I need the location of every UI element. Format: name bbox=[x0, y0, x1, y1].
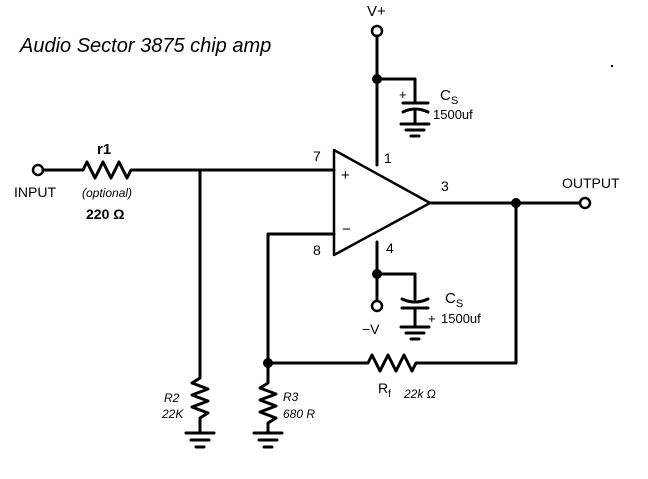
cs-bottom-capacitor bbox=[375, 272, 431, 341]
v-plus-label: V+ bbox=[367, 3, 386, 20]
rf-value: 22k Ω bbox=[403, 387, 436, 401]
inverting-input-wire bbox=[266, 232, 336, 365]
opamp-minus-sign: − bbox=[342, 221, 351, 238]
junction-output bbox=[511, 198, 521, 208]
cs-bottom-plus: + bbox=[428, 311, 436, 326]
output-label: OUTPUT bbox=[562, 175, 620, 191]
opamp-plus-sign: + bbox=[341, 167, 350, 184]
pin-7-label: 7 bbox=[313, 148, 321, 164]
r2-name: R2 bbox=[164, 391, 180, 405]
r1-resistor bbox=[41, 160, 336, 180]
pin-8-label: 8 bbox=[313, 242, 321, 258]
v-minus-terminal bbox=[370, 299, 384, 313]
pin-3-label: 3 bbox=[441, 178, 449, 194]
cs-top-plus: + bbox=[399, 87, 407, 102]
input-label: INPUT bbox=[14, 184, 56, 200]
stray-mark bbox=[611, 65, 613, 67]
r1-value: 220 Ω bbox=[86, 206, 124, 222]
cs-bottom-value: 1500uf bbox=[441, 311, 481, 326]
r2-ground bbox=[184, 431, 216, 449]
cs-bottom-name: CS bbox=[445, 290, 463, 310]
r3-value: 680 R bbox=[283, 407, 315, 421]
cs-top-value: 1500uf bbox=[433, 107, 473, 122]
r2-resistor bbox=[190, 376, 210, 435]
output-terminal bbox=[578, 196, 592, 210]
opamp-triangle bbox=[332, 148, 432, 257]
r3-resistor bbox=[258, 361, 278, 435]
cs-top-capacitor bbox=[375, 77, 431, 138]
cs-top-name: CS bbox=[440, 87, 458, 107]
rf-resistor bbox=[266, 201, 518, 373]
r1-note: (optional) bbox=[82, 186, 132, 200]
r2-value: 22K bbox=[161, 407, 184, 421]
pin-1-label: 1 bbox=[384, 150, 392, 166]
r1-name: r1 bbox=[97, 141, 111, 158]
rf-name: Rf bbox=[378, 380, 391, 400]
v-minus-label: −V bbox=[362, 321, 380, 337]
r3-ground bbox=[252, 431, 284, 449]
schematic-title: Audio Sector 3875 chip amp bbox=[19, 35, 271, 57]
r3-name: R3 bbox=[283, 390, 299, 404]
pin-4-label: 4 bbox=[386, 240, 394, 256]
